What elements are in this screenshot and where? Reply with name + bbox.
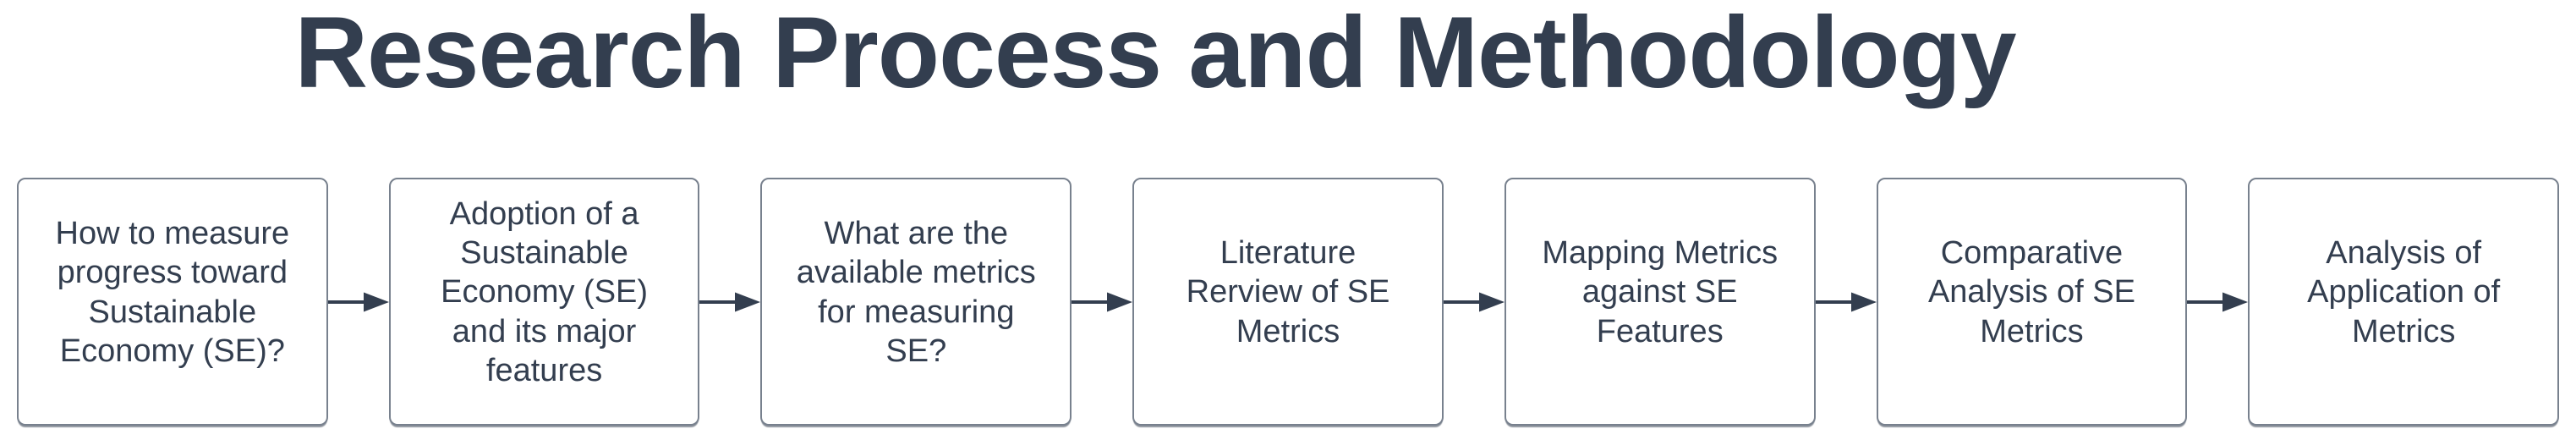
arrow-right-icon [1815,292,1877,311]
flow-step-label: Adoption of a Sustainable Economy (SE) a… [441,195,649,389]
arrow-right-icon [699,292,761,311]
flow-step-label: Mapping Metrics against SE Features [1542,234,1779,349]
arrow-right-icon [1443,292,1504,311]
flow-connector [1443,178,1504,426]
flow-connector [327,178,389,426]
flow-step-4: Literature Rerview of SE Metrics [1132,178,1444,426]
flow-connector [1815,178,1877,426]
flow-step-3: What are the available metrics for measu… [760,178,1072,426]
flow-connector [1072,178,1133,426]
arrow-right-icon [1072,292,1133,311]
flow-step-label: How to measure progress toward Sustainab… [55,215,290,369]
arrow-right-icon [327,292,389,311]
flow-step-6: Comparative Analysis of SE Metrics [1876,178,2188,426]
flow-connector [2187,178,2249,426]
page-title: Research Process and Methodology [294,0,2016,109]
flowchart: How to measure progress toward Sustainab… [17,178,2560,426]
flow-step-label: Comparative Analysis of SE Metrics [1927,234,2135,349]
flow-step-label: What are the available metrics for measu… [796,215,1036,369]
arrow-right-icon [2187,292,2249,311]
flow-step-1: How to measure progress toward Sustainab… [17,178,328,426]
flow-step-label: Literature Rerview of SE Metrics [1186,234,1390,349]
flow-connector [699,178,761,426]
flow-step-7: Analysis of Application of Metrics [2248,178,2560,426]
flow-step-2: Adoption of a Sustainable Economy (SE) a… [388,178,700,426]
flow-step-label: Analysis of Application of Metrics [2307,234,2501,349]
flow-step-5: Mapping Metrics against SE Features [1504,178,1816,426]
